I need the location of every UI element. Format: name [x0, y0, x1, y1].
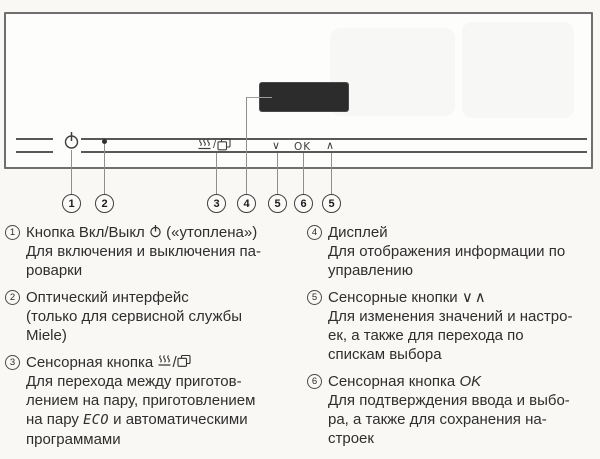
item-number-badge: 2 — [5, 290, 20, 305]
callout-line-3 — [216, 153, 217, 194]
legend-item-3: 3 Сенсорная кнопка / Для перехода между … — [5, 353, 301, 449]
auto-programs-icon — [217, 138, 231, 151]
control-line — [16, 151, 53, 153]
callout-line-5 — [277, 153, 278, 194]
steam-cooking-icon — [157, 354, 172, 368]
callout-circle-1: 1 — [62, 194, 81, 213]
item-title: Сенсорная кнопка / — [26, 353, 255, 372]
callout-circle-6: 6 — [294, 194, 313, 213]
ok-label: OK — [459, 373, 482, 390]
item-body: Для включения и выключения па- роварки — [26, 243, 261, 279]
slash-separator: / — [213, 139, 217, 151]
optical-interface-dot — [102, 139, 107, 144]
legend-column-left: 1 Кнопка Вкл/Выкл («утоплена») Для включ… — [5, 223, 301, 457]
control-line — [16, 138, 53, 140]
callout-circle-4: 4 — [237, 194, 256, 213]
item-body: Для отображения информации по управлению — [328, 243, 566, 279]
eco-label: ECO — [83, 412, 109, 428]
slash-separator: / — [172, 354, 177, 371]
callout-line-7 — [331, 153, 332, 194]
item-title: Кнопка Вкл/Выкл («утоплена») — [26, 224, 258, 241]
callout-circle-3: 3 — [207, 194, 226, 213]
scan-artifact — [330, 28, 455, 116]
item-body: (только для сервисной службы Miele) — [26, 308, 243, 344]
callout-circle-5b: 5 — [322, 194, 341, 213]
callout-line-6 — [303, 153, 304, 194]
callout-circle-5: 5 — [268, 194, 287, 213]
legend-item-1: 1 Кнопка Вкл/Выкл («утоплена») Для включ… — [5, 223, 301, 280]
display — [260, 83, 348, 111]
item-number-badge: 5 — [307, 290, 322, 305]
item-title: Сенсорные кнопки ∨∧ — [328, 288, 488, 306]
item-number-badge: 3 — [5, 355, 20, 370]
up-down-arrows-label: ∨∧ — [461, 288, 488, 306]
legend-item-5: 5 Сенсорные кнопки ∨∧ Для изменения знач… — [307, 288, 597, 364]
callout-line-4 — [246, 97, 247, 194]
legend-item-4: 4 Дисплей Для отображения информации по … — [307, 223, 597, 280]
item-body: Для подтверждения ввода и выбо- ра, а та… — [328, 392, 570, 447]
auto-programs-icon — [177, 354, 191, 368]
down-arrow-label: ∨ — [272, 139, 282, 152]
callout-line-4-horizontal — [246, 97, 272, 98]
control-line — [81, 138, 587, 140]
control-line — [81, 151, 587, 153]
item-title: Дисплей — [328, 224, 388, 241]
item-body: Для перехода между приготов- лением на п… — [26, 373, 256, 448]
legend-item-6: 6 Сенсорная кнопка OK Для подтверждения … — [307, 372, 597, 448]
ok-label: OK — [294, 141, 312, 153]
legend-item-2: 2 Оптический интерфейс (только для серви… — [5, 288, 301, 345]
item-body: Для изменения значений и настро- ек, а т… — [328, 308, 573, 363]
item-title: Сенсорная кнопка OK — [328, 373, 482, 390]
power-standby-icon — [63, 131, 80, 151]
callout-line-1 — [71, 150, 72, 194]
item-number-badge: 4 — [307, 225, 322, 240]
callout-circle-2: 2 — [95, 194, 114, 213]
power-standby-icon — [149, 224, 162, 238]
steam-menu-symbol: / — [197, 138, 231, 151]
legend: 1 Кнопка Вкл/Выкл («утоплена») Для включ… — [0, 223, 600, 457]
item-number-badge: 1 — [5, 225, 20, 240]
callout-line-2 — [104, 144, 105, 194]
up-arrow-label: ∧ — [326, 139, 336, 152]
scan-artifact — [462, 22, 574, 118]
legend-column-right: 4 Дисплей Для отображения информации по … — [307, 223, 597, 457]
steam-cooking-icon — [197, 138, 212, 151]
control-panel-diagram: / ∨ OK ∧ 1 2 3 4 5 6 5 — [0, 0, 600, 222]
item-number-badge: 6 — [307, 374, 322, 389]
item-title: Оптический интерфейс — [26, 289, 189, 306]
